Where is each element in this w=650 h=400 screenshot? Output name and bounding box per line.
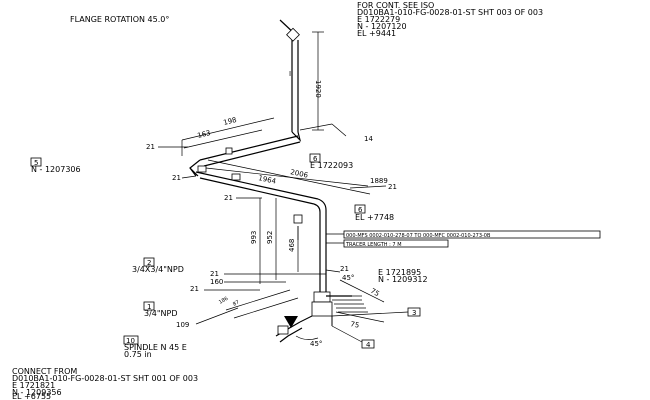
cont-line-1: FOR CONT. SEE ISO xyxy=(357,1,434,10)
flange-rotation-label: FLANGE ROTATION 45.0° xyxy=(70,15,169,24)
dimension-lines: 1920 198 163 14 21 21 2006 1964 1889 21 … xyxy=(146,31,409,348)
tag-4: 4 xyxy=(361,339,375,349)
valve-body xyxy=(313,291,331,303)
dim-160: 160 xyxy=(210,278,223,286)
svg-text:1: 1 xyxy=(147,303,151,311)
dim-75-b: 75 xyxy=(350,320,360,330)
connect-line-3: E 1721821 xyxy=(12,381,55,390)
dim-1964: 1964 xyxy=(258,174,278,186)
dim-21-b: 21 xyxy=(172,174,181,182)
continuation-note: FOR CONT. SEE ISO D010BA1-010-FG-0028-01… xyxy=(357,1,543,38)
hatch-block xyxy=(332,295,368,313)
cont-line-4: N - 1207120 xyxy=(357,22,407,31)
valve-bonnet xyxy=(311,301,333,317)
tag-10-spindle: SPINDLE N 45 E xyxy=(124,343,187,352)
connect-line-5: EL +6755 xyxy=(12,392,51,400)
coord-n-1209312: N - 1209312 xyxy=(378,275,428,284)
dim-45-b: 45° xyxy=(310,340,322,348)
svg-text:6: 6 xyxy=(313,155,318,163)
dim-109: 109 xyxy=(176,321,189,329)
dim-163: 163 xyxy=(197,129,212,140)
cont-line-3: E 1722279 xyxy=(357,15,400,24)
spindle-valve-symbol xyxy=(284,316,298,328)
tag-1-size: 3/4"NPD xyxy=(144,309,178,318)
tag-5-coord: N - 1207306 xyxy=(31,165,81,174)
bottom-flange-symbol xyxy=(277,325,289,335)
dim-21-e: 21 xyxy=(210,270,219,278)
tag-2: 2 3/4X3/4"NPD xyxy=(132,257,184,274)
top-flange-symbol xyxy=(286,27,300,42)
dim-21-g: 21 xyxy=(340,265,349,273)
dim-1920: 1920 xyxy=(314,80,322,98)
connect-note: CONNECT FROM D010BA1-010-FG-0028-01-ST S… xyxy=(12,367,198,400)
tag-6-el: 6 EL +7748 xyxy=(354,204,394,222)
mfs-note: 000-MFS 0002-010-278-07 TO 000-MFC 0002-… xyxy=(326,230,601,239)
cont-line-2: D010BA1-010-FG-0028-01-ST SHT 003 OF 003 xyxy=(357,8,543,17)
dim-2006: 2006 xyxy=(290,168,310,180)
tag-2-size: 3/4X3/4"NPD xyxy=(132,265,184,274)
connect-line-4: N - 1209356 xyxy=(12,388,62,397)
svg-text:5: 5 xyxy=(34,159,38,167)
dim-21-a: 21 xyxy=(146,143,155,151)
tag-6-elevation: EL +7748 xyxy=(355,213,394,222)
svg-text:4: 4 xyxy=(366,341,371,349)
tag-6-coord: E 1722093 xyxy=(310,161,353,170)
tag-3: 3 xyxy=(407,307,421,317)
cont-line-5: EL +9441 xyxy=(357,29,396,38)
dim-198: 198 xyxy=(223,116,238,127)
tag-5-top: 5 N - 1207306 xyxy=(30,157,81,174)
coord-e-1721895: E 1721895 xyxy=(378,268,421,277)
svg-text:6: 6 xyxy=(358,206,363,214)
svg-text:3: 3 xyxy=(412,309,416,317)
dim-468: 468 xyxy=(288,239,296,252)
tag-10-size: 0.75 in xyxy=(124,350,152,359)
dim-45-a: 45° xyxy=(342,274,354,282)
dim-75-a: 75 xyxy=(369,287,381,298)
dim-993: 993 xyxy=(250,231,258,244)
svg-text:2: 2 xyxy=(147,259,151,267)
dim-21-f: 21 xyxy=(190,285,199,293)
dim-21-c: 21 xyxy=(388,183,397,191)
dim-87: 87 xyxy=(232,299,241,307)
pipe-route: I xyxy=(189,19,368,343)
svg-text:000-MFS 0002-010-278-07 TO 000: 000-MFS 0002-010-278-07 TO 000-MFC 0002-… xyxy=(346,233,491,239)
run-marker-2 xyxy=(231,173,241,181)
dim-21-d: 21 xyxy=(224,194,233,202)
run-marker-1 xyxy=(225,147,233,155)
tag-1: 1 3/4"NPD xyxy=(143,301,178,318)
connect-line-2: D010BA1-010-FG-0028-01-ST SHT 001 OF 003 xyxy=(12,374,198,383)
tag-6: 6 E 1722093 xyxy=(309,153,353,170)
run-marker-3 xyxy=(197,165,207,173)
dim-952: 952 xyxy=(266,231,274,244)
svg-text:10: 10 xyxy=(126,337,135,345)
connect-line-1: CONNECT FROM xyxy=(12,367,77,376)
dim-14: 14 xyxy=(364,135,373,143)
svg-text:I: I xyxy=(289,70,291,78)
svg-text:TRACER LENGTH : 7 M: TRACER LENGTH : 7 M xyxy=(345,242,402,248)
tracer-note: TRACER LENGTH : 7 M xyxy=(326,239,449,248)
dim-1889: 1889 xyxy=(370,177,388,185)
marker-square xyxy=(293,214,303,224)
dim-186: 186 xyxy=(218,296,229,306)
tag-10: 10 SPINDLE N 45 E 0.75 in xyxy=(123,335,187,359)
